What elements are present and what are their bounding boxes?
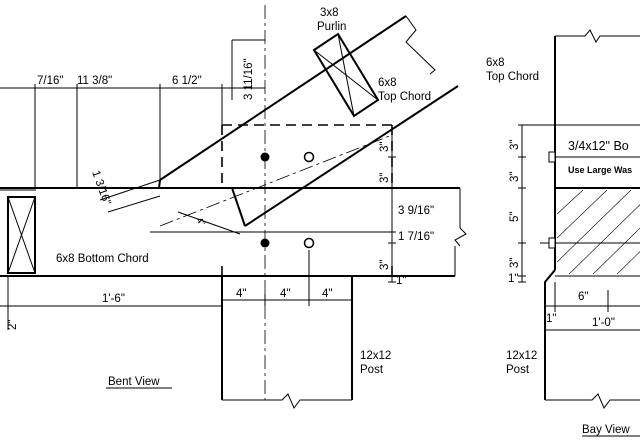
top-chord-name: Top Chord	[378, 91, 431, 103]
post-size: 12x12	[360, 350, 391, 362]
dim-3-a: 3"	[379, 142, 391, 152]
bay-dim-3-c: 3"	[509, 258, 521, 268]
purlin	[312, 32, 380, 118]
dim-line	[177, 211, 241, 235]
bay-dim-1: 1"	[508, 273, 518, 285]
bay-dim-5: 5"	[509, 212, 521, 222]
bay-view: 6x8 Top Chord 3/4x12" Bo Use Large Was 1…	[486, 29, 640, 437]
bolt-hole	[260, 152, 270, 162]
purlin-name: Purlin	[317, 21, 346, 33]
bay-dim-6: 6"	[578, 291, 588, 303]
bay-view-title: Bay View	[582, 424, 630, 436]
dim-3-b: 3"	[379, 173, 391, 183]
bay-dim-1-b: 1"	[546, 313, 556, 325]
bolt-hole	[303, 151, 315, 163]
top-chord	[157, 15, 459, 227]
dim-6-1-2: 6 1/2"	[172, 75, 202, 87]
dim-4: 4"	[194, 215, 207, 227]
bay-post-size: 12x12	[506, 350, 537, 362]
dim-4-b: 4"	[280, 288, 290, 300]
purlin-size: 3x8	[320, 7, 339, 19]
top-chord-center-line	[159, 134, 393, 227]
bay-dim-1-0: 1'-0"	[592, 317, 615, 329]
bent-view-title: Bent View	[108, 376, 160, 388]
bay-hatch	[557, 190, 640, 274]
bolt-holes	[260, 151, 315, 249]
bottom-chord-label: 6x8 Bottom Chord	[56, 253, 149, 265]
dim-1-a: 1"	[396, 275, 406, 287]
dim-1-6: 1'-6"	[102, 293, 125, 305]
dim-4-a: 4"	[236, 288, 246, 300]
side-plate	[221, 124, 393, 276]
bay-top-chord-name: Top Chord	[486, 71, 539, 83]
dim-1-7-16: 1 7/16"	[398, 231, 434, 243]
bay-top-chord-size: 6x8	[486, 57, 505, 69]
dim-7-16: 7/16"	[37, 75, 63, 87]
bay-dim-3-b: 3"	[509, 172, 521, 182]
post-name: Post	[360, 364, 384, 376]
dim-line	[107, 195, 161, 213]
bolt-label: 3/4x12" Bo	[568, 139, 629, 153]
dim-2: 2"	[7, 320, 19, 330]
dim-3-9-16: 3 9/16"	[398, 205, 434, 217]
dim-11-3-8: 11 3/8"	[77, 75, 112, 87]
bay-dim-3-a: 3"	[509, 140, 521, 150]
washer-label: Use Large Was	[568, 165, 632, 175]
bay-post-name: Post	[506, 364, 530, 376]
dim-4-c: 4"	[322, 288, 332, 300]
bent-view: 3x8 Purlin 6x8 Top Chord 6x8 Bottom Chor…	[0, 5, 467, 409]
top-dimensions	[0, 39, 265, 188]
bolt-hole	[303, 237, 315, 249]
dim-line	[99, 179, 161, 201]
right-dimensions	[388, 125, 396, 283]
bottom-dimensions	[0, 250, 353, 330]
dim-3-c: 3"	[379, 260, 391, 270]
bolt-hole	[260, 238, 270, 248]
top-chord-size: 6x8	[378, 77, 397, 89]
dim-3-11-16: 3 11/16"	[243, 58, 255, 100]
